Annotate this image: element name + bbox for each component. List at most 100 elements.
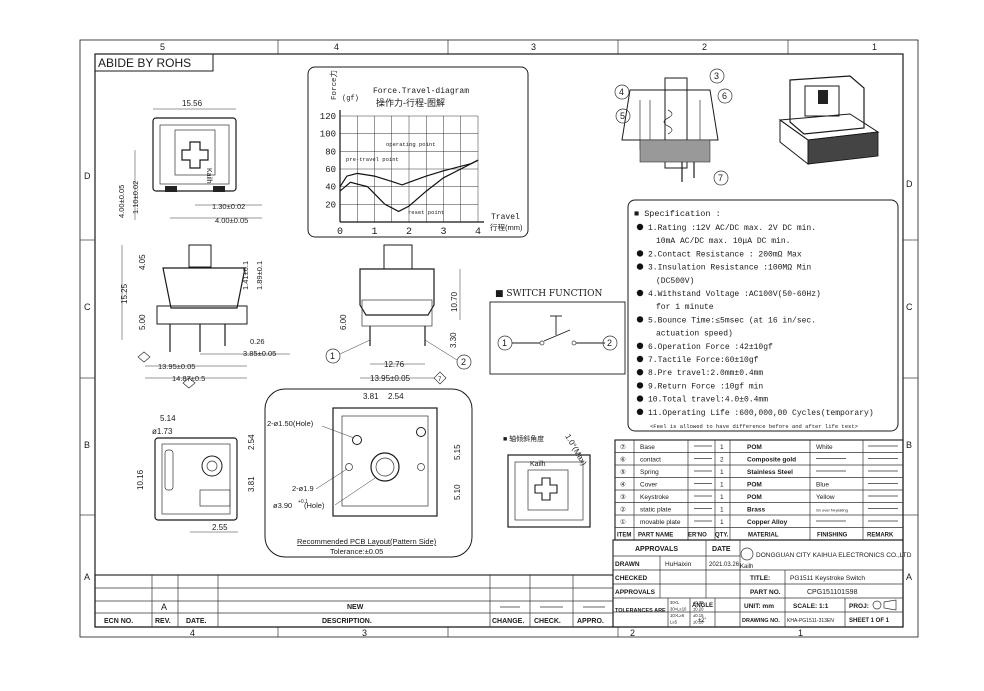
tb-angle-value: ±2' [698, 618, 706, 624]
chart-y-tick: 40 [325, 183, 336, 193]
zone-top-5: 5 [160, 42, 165, 52]
pcb-dim-2-54: 2.54 [388, 392, 404, 401]
bom-cell: POM [747, 494, 762, 501]
tb-drawn-by: HuHaixin [665, 561, 692, 568]
chart-yunit: (gf) [342, 95, 359, 103]
dim-13-95-front: 13.95±0.05 [370, 374, 411, 383]
bom-header: QTY. [715, 533, 729, 539]
dim-3-85: 3.85±0.05 [243, 349, 276, 358]
spec-title: ■ Specification : [634, 209, 721, 219]
zone-bottom-1: 1 [798, 628, 803, 638]
spec-bullet-icon [636, 408, 644, 415]
chart-x-tick: 4 [475, 227, 481, 238]
rev-hdr-check: CHECK. [534, 618, 561, 625]
force-chart: Force.Travel-diagram 操作力-行程-图解 Force力 (g… [307, 66, 529, 238]
spec-bullet-icon [636, 355, 644, 363]
tol-value: ±0.20 [693, 607, 704, 612]
tb-checked-label: CHECKED [615, 575, 647, 582]
spec-line: 4.Withstand Voltage :AC100V(50-60Hz) [648, 290, 821, 299]
spec-bullet-icon [636, 316, 644, 323]
rev-hdr-ecn: ECN NO. [104, 618, 133, 625]
bom-header: PART NAME [638, 533, 673, 539]
chart-annotation-reset: reset point [408, 209, 444, 216]
tb-part-no-label: PART NO. [750, 589, 781, 596]
zone-bottom-4: 4 [190, 628, 195, 638]
dim-1-89: 1.89±0.1 [255, 261, 264, 290]
bom-cell: Brass [747, 507, 765, 514]
outer-frame [79, 39, 919, 638]
bom-cell: White [816, 444, 833, 451]
tol-range: 30>L≥10 [670, 607, 687, 612]
revision-block: A NEW ECN NO. REV. DATE. DESCRIPTION. CH… [94, 574, 614, 628]
dim-0-26: 0.26 [250, 337, 265, 346]
zone-bottom-3: 3 [362, 628, 367, 638]
zone-right-B: B [906, 440, 912, 450]
top-view-brand: Kailh [205, 168, 212, 184]
spec-line: actuation speed) [656, 330, 733, 339]
tol-range: 10>L≥6 [670, 613, 685, 618]
spec-bullet-icon [636, 263, 644, 270]
bom-header: FINISHING [817, 533, 848, 539]
spec-line: 5.Bounce Time:≤5msec (at 16 in/sec. [648, 316, 816, 325]
chart-x-tick: 2 [406, 227, 412, 238]
bom-cell: movable plate [640, 519, 681, 526]
zone-top-4: 4 [334, 42, 339, 52]
pcb-dim-5-10: 5.10 [453, 484, 462, 500]
spec-line: 6.Operation Force :42±10gf [648, 343, 773, 352]
bom-cell: Blue [816, 482, 829, 489]
bom-cell: ① [620, 518, 626, 526]
rev-value: A [161, 602, 167, 612]
chart-annotation-pretravel: pre-travel point [346, 156, 399, 163]
chart-xlabel: Travel [491, 213, 520, 222]
bom-cell: contact [640, 457, 661, 464]
bom-cell: 1 [720, 482, 724, 489]
tilt-brand: Kailh [530, 461, 546, 468]
dim-5-00: 5.00 [138, 314, 147, 330]
bom-cell: Keystroke [640, 494, 669, 501]
rev-hdr-rev: REV. [155, 618, 171, 625]
tb-title-label: TITLE: [750, 575, 770, 582]
dim-15-25: 15.25 [120, 283, 129, 304]
spec-line: 1.Rating :12V AC/DC max. 2V DC min. [648, 224, 816, 233]
dim-3-81: 3.81 [247, 476, 256, 492]
bom-cell: 1 [720, 444, 724, 451]
chart-xlabel-cn: 行程(mm) [490, 222, 523, 232]
projection-symbol-icon [872, 600, 882, 610]
title-block: APPROVALS DATE Kailh DONGGUAN CITY KAIHU… [612, 539, 912, 628]
dim-4-00-h: 4.00±0.05 [215, 216, 248, 225]
chart-x-tick: 3 [441, 227, 447, 238]
zone-right-D: D [906, 179, 913, 189]
spec-bullet-icon [636, 395, 644, 402]
zone-top-1: 1 [872, 42, 877, 52]
pcb-dim-5-15: 5.15 [453, 444, 462, 460]
dim-3-30: 3.30 [449, 332, 458, 348]
chart-y-tick: 20 [325, 200, 336, 210]
spec-line: 10mA AC/DC max. 10μA DC min. [656, 237, 790, 246]
dim-12-76: 12.76 [384, 360, 405, 369]
rohs-box [94, 53, 214, 72]
spec-bullet-icon [636, 250, 644, 257]
side-view: 15.25 4.05 5.00 1.41±0.1 1.89±0.1 0.26 3… [120, 244, 290, 389]
tol-value: ±0.15 [693, 613, 704, 618]
company-name: DONGGUAN CITY KAIHUA ELECTRONICS CO.,LTD [756, 552, 912, 559]
spec-line: 2.Contact Resistance : 200mΩ Max [648, 250, 802, 259]
pcb-dim-3-90-sup: +0.1 [298, 499, 308, 505]
company-logo-text: Kailh [740, 564, 753, 570]
dim-2-55: 2.55 [212, 523, 228, 532]
zone-left-A: A [84, 572, 90, 582]
spec-bullet-icon [636, 382, 644, 389]
chart-x-tick: 0 [337, 227, 343, 238]
tb-date-hdr: DATE [712, 546, 731, 553]
flag-7: 7 [438, 377, 442, 383]
bom-cell: 2 [720, 457, 724, 464]
bom-header: MATERIAL [748, 533, 779, 539]
dim-10-16: 10.16 [136, 469, 145, 490]
bom-cell: 1 [720, 519, 724, 526]
zone-left-B: B [84, 440, 90, 450]
dim-2-54: 2.54 [247, 434, 256, 450]
tb-angle-label: ANGLE [692, 603, 713, 609]
callout-2: 2 [461, 357, 466, 367]
bom-cell: POM [747, 482, 762, 489]
